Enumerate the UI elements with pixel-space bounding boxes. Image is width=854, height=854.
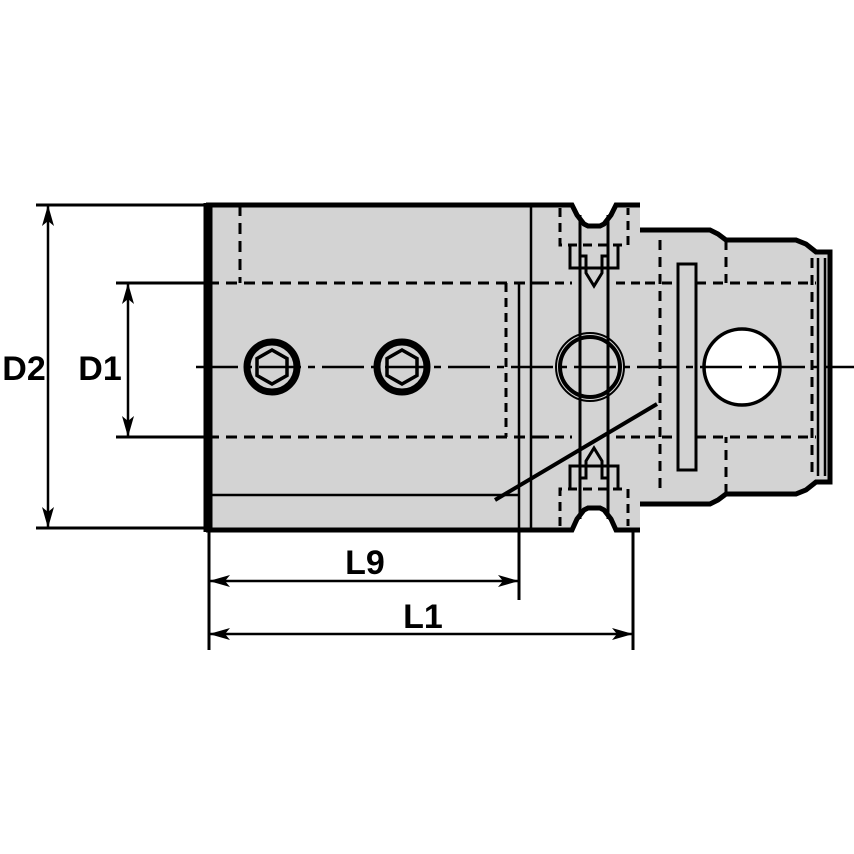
d1-arrow-bottom (122, 416, 134, 437)
groove-v-bottom (580, 445, 608, 480)
flange-hidden-box-top (558, 208, 630, 247)
l1-arrow-left (209, 628, 230, 640)
dimension-D2: D2 (2, 203, 210, 530)
flange-bottom-profile (540, 505, 640, 533)
leader-line (493, 402, 659, 502)
flange-hidden-box-bottom (558, 487, 630, 526)
l1-arrow-right (612, 628, 633, 640)
flange-shoulder-bottom (568, 464, 620, 489)
d2-arrow-top (42, 205, 54, 226)
d2-arrow-bottom (42, 507, 54, 528)
dimension-L1: L1 (209, 530, 635, 650)
groove-v-top (580, 254, 608, 289)
dimension-L9: L9 (207, 530, 521, 650)
flange-shoulder-top (568, 245, 620, 270)
dimension-label-d2: D2 (2, 350, 45, 388)
flange-visible-detail (568, 245, 620, 489)
dimension-label-l1: L1 (403, 598, 443, 636)
dimension-label-l9: L9 (345, 544, 385, 582)
flange-hidden-detail (540, 208, 645, 526)
drive-slot-visible (676, 262, 698, 472)
dimension-D1: D1 (78, 281, 210, 439)
flange-top-profile (540, 202, 640, 229)
d1-arrow-top (122, 283, 134, 304)
l9-arrow-left (209, 575, 230, 587)
hidden-edges (208, 205, 540, 439)
dimension-label-d1: D1 (78, 350, 121, 388)
l9-arrow-right (498, 575, 519, 587)
